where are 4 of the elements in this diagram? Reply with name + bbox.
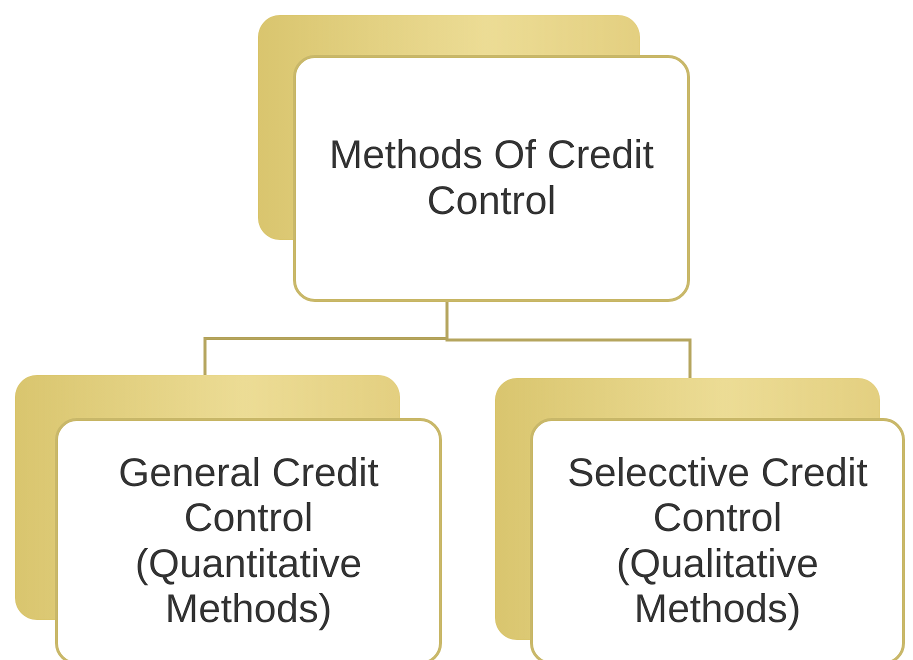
connector-line	[446, 302, 692, 378]
node-text: Selecctive Credit Control (Qualitative Methods)	[566, 451, 869, 632]
node-text: General Credit Control (Quantitative Methods)	[117, 451, 380, 632]
node-text: Methods Of Credit Control	[328, 133, 655, 224]
